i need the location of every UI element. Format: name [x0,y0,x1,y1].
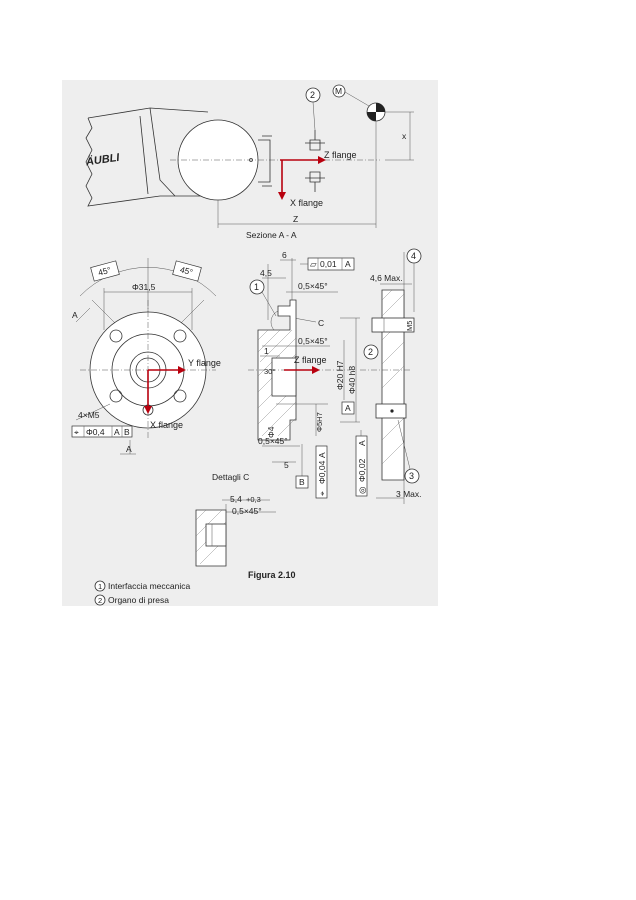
dim-1: 1 [264,346,269,356]
m5-label: M5 [405,321,414,331]
x-flange-label-front: X flange [150,420,183,430]
dim-phi40: Φ40 h8 [347,366,357,394]
svg-text:1: 1 [254,282,259,292]
flatness-tolerance: ⏥ 0,01 A [307,257,355,271]
position-tolerance-left: ⌖ Φ0,4 A B [71,425,133,438]
svg-text:0,01: 0,01 [320,259,337,269]
svg-text:2: 2 [98,596,102,605]
svg-text:⌖: ⌖ [74,427,79,437]
position-tolerance-mid: ⌖ Φ0,04 A [315,445,328,499]
svg-text:B: B [124,427,130,437]
detail-tol: +0,3 [246,495,261,504]
svg-text:A: A [114,427,120,437]
angle-30: 30° [264,367,275,376]
hole [173,389,187,403]
svg-text:2: 2 [310,90,315,100]
legend-item: 1 Interfaccia meccanica [94,580,190,592]
chamfer-top: 0,5×45° [298,281,328,291]
flange-section-view: 6 4,5 ⏥ 0,01 A 0,5×45° 1 C [212,250,360,499]
section-a-top: A [72,310,78,320]
section-view: ÄUBLI Z flange X flange 2 M x [84,84,414,240]
hole [109,389,123,403]
svg-text:Φ0,02: Φ0,02 [357,458,367,482]
dim-x: x [402,131,407,141]
dim-phi20: Φ20 H7 [335,360,345,390]
svg-text:A: A [345,259,351,269]
svg-text:1: 1 [98,582,102,591]
x-flange-label: X flange [290,198,323,208]
callout-m [332,84,346,98]
chamfer-low: 0,5×45° [258,436,288,446]
datum-a-box [341,401,355,415]
gripper [305,130,325,192]
section-label: Sezione A - A [246,230,297,240]
section-a-bottom: A [126,444,132,454]
svg-text:45°: 45° [97,265,112,278]
dim-6: 6 [282,250,287,260]
angle-left-box [90,260,120,282]
svg-text:45°: 45° [179,264,194,277]
robot-arm-inner [139,107,176,197]
svg-text:⌖: ⌖ [317,491,327,496]
svg-text:B: B [299,477,305,487]
dim-pcd: Φ31,5 [132,282,156,292]
svg-text:A: A [357,440,367,446]
dim-5: 5 [284,460,289,470]
detail-c-view: 5,4 +0,3 0,5×45° [195,494,276,567]
svg-text:4: 4 [411,251,416,261]
svg-text:3: 3 [409,471,414,481]
callout-1 [249,279,265,295]
z-flange-label-section: Z flange [294,355,327,365]
figure-caption: Figura 2.10 [248,570,296,580]
hole [109,329,123,343]
detail-chamfer: 0,5×45° [232,506,262,516]
svg-text:A: A [345,403,351,413]
details-label: Dettagli C [212,472,249,482]
flange-front-view: 45° 45° Φ31,5 A Y flange X flange 4×M5 [71,258,221,455]
callout-2-side [363,344,379,360]
detail-c-label: C [318,318,324,328]
detail-dim: 5,4 [230,494,242,504]
svg-text:M: M [335,86,342,96]
gripper-profile-view: 4,6 Max. 4 M5 2 3 ◎ Φ [355,248,422,504]
svg-text:A: A [317,452,327,458]
svg-text:Φ0,04: Φ0,04 [317,460,327,484]
hole [173,329,187,343]
svg-text:Φ0,4: Φ0,4 [86,427,105,437]
max-top: 4,6 Max. [370,273,403,283]
y-flange-label: Y flange [188,358,221,368]
dim-phi4: Φ4 [266,426,276,438]
chamfer-mid: 0,5×45° [298,336,328,346]
concentric-tolerance: ◎ Φ0,02 A [355,435,368,497]
angle-right-box [172,260,202,282]
svg-text:Organo di presa: Organo di presa [108,595,169,605]
svg-text:◎: ◎ [357,486,367,494]
screw-top [371,317,415,333]
max-bottom: 3 Max. [396,489,422,499]
robot-brand-text: ÄUBLI [84,151,121,169]
legend: 1 Interfaccia meccanica 2 Organo di pres… [94,580,190,606]
svg-text:⏥: ⏥ [310,259,317,269]
z-flange-label: Z flange [324,150,357,160]
dim-4-5: 4,5 [260,268,272,278]
thread-label: 4×M5 [78,410,100,420]
svg-text:Interfaccia meccanica: Interfaccia meccanica [108,581,190,591]
datum-b-box [295,475,309,489]
dim-z: Z [293,214,298,224]
callout-3 [404,468,420,484]
svg-text:2: 2 [368,347,373,357]
dim-phi5: Φ5H7 [315,412,324,432]
legend-item: 2 Organo di presa [94,594,169,606]
